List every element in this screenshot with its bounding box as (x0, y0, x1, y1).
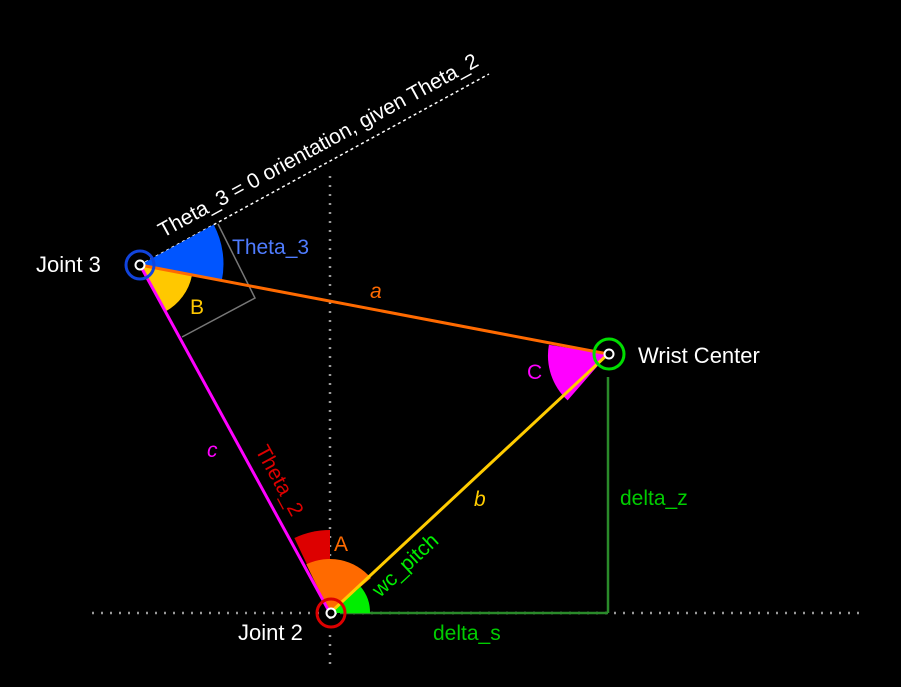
joint3-marker (124, 249, 156, 281)
side-a-label: a (370, 280, 382, 303)
theta3-wedge (140, 224, 224, 282)
joint3-label: Joint 3 (36, 252, 101, 277)
side-b-line (328, 352, 610, 615)
joint2-ring (315, 597, 347, 629)
angle-C-wedge (547, 344, 608, 401)
angle-C-label: C (527, 361, 542, 384)
angle-A-label: A (334, 533, 348, 556)
joint2-label: Joint 2 (238, 620, 303, 645)
joint3-ring (124, 249, 156, 281)
wrist-center-marker (592, 337, 626, 371)
angle-A-wedge (306, 558, 371, 613)
side-b-label: b (474, 488, 486, 511)
wrist-center-dot (603, 348, 615, 360)
joint3-dot (134, 259, 146, 271)
angle-B-wedge (140, 265, 192, 312)
wrist-center-label: Wrist Center (638, 343, 760, 368)
wrist-center-ring (592, 337, 626, 371)
side-c-line (138, 264, 332, 614)
side-a-line (139, 263, 609, 356)
right-angle-helper (181, 223, 256, 338)
angle-B-label: B (190, 296, 204, 319)
delta-z-label: delta_z (620, 487, 688, 510)
joint2-dot (325, 607, 337, 619)
joint2-marker (315, 597, 347, 629)
wc-pitch-wedge (330, 586, 371, 613)
side-c-label: c (207, 439, 218, 462)
delta-s-label: delta_s (433, 622, 501, 645)
theta3-label: Theta_3 (232, 236, 309, 259)
